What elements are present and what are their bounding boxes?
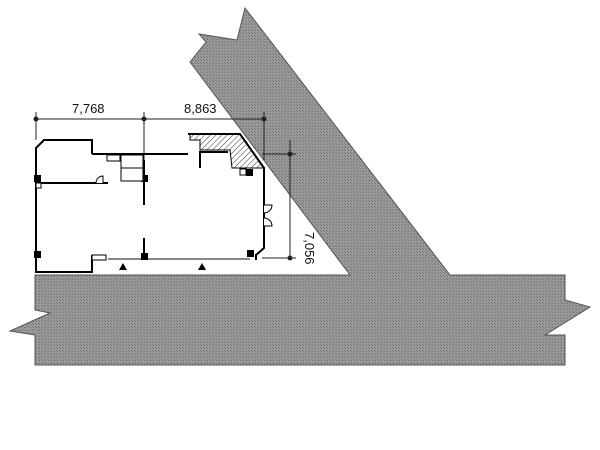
dimension-left-width: 7,768 — [72, 101, 105, 116]
building-walls — [35, 133, 265, 273]
road — [8, 6, 592, 366]
dimension-right-width: 8,863 — [184, 101, 217, 116]
dimension-lines — [33, 112, 296, 261]
columns — [34, 169, 254, 260]
stair-hatch — [189, 133, 265, 169]
fixtures — [35, 154, 273, 261]
dimension-depth: 7,056 — [302, 232, 317, 265]
entrance-arrow-icon — [119, 263, 127, 270]
entrance-arrows — [119, 263, 206, 270]
entrance-arrow-icon — [198, 263, 206, 270]
